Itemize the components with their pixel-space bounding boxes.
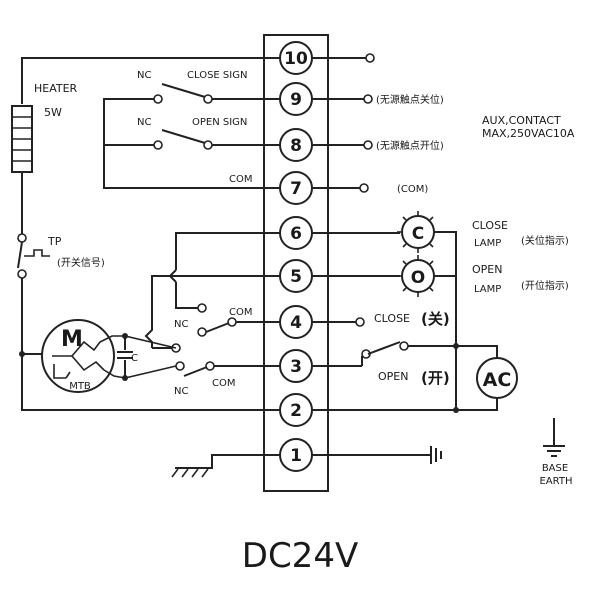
chassis-ground-icon (171, 454, 280, 478)
terminal-number: 1 (290, 446, 302, 466)
upper-limit-switch (197, 317, 280, 337)
voltage-label: DC24V (242, 536, 358, 576)
terminal-5-wire (144, 275, 280, 348)
terminal-number: 6 (290, 224, 302, 244)
heater-icon (11, 105, 33, 173)
terminal-3: 3 (279, 349, 313, 383)
terminal-number: 9 (290, 90, 302, 110)
terminal-9: 9 (279, 82, 313, 116)
close-lamp-symbol: C (412, 224, 424, 244)
close-cn-label: (关) (421, 310, 450, 328)
terminal-block (263, 34, 329, 492)
right-outputs (312, 53, 375, 193)
open-lamp-cn: (开位指示) (521, 279, 569, 292)
terminal-6: 6 (279, 216, 313, 250)
base-earth-icon (543, 418, 565, 457)
ac-source: AC (453, 343, 518, 413)
motor-icon (22, 319, 126, 393)
heater-feed-wire (21, 57, 280, 104)
lamp-common-wire (434, 231, 457, 412)
terminal-number: 4 (290, 313, 302, 333)
lower-limit-switch (175, 361, 280, 377)
upper-ls-com: COM (229, 307, 252, 318)
open-lamp: O (312, 255, 439, 297)
upper-ls-nc: NC (174, 319, 188, 330)
ac-symbol: AC (483, 369, 512, 391)
motor-symbol: M (61, 327, 83, 352)
close-lamp-label-1: CLOSE (472, 219, 508, 232)
t8-label: (无源触点开位) (376, 139, 444, 152)
open-lamp-label-1: OPEN (472, 263, 502, 276)
open-sign-nc: NC (137, 117, 151, 128)
tp-label: TP (47, 235, 62, 248)
lower-ls-nc: NC (174, 386, 188, 397)
terminal-number: 10 (284, 49, 308, 69)
t7-label: (COM) (397, 184, 428, 195)
terminal-8: 8 (279, 128, 313, 162)
close-sign-relay (153, 83, 280, 104)
earth-label-2: EARTH (539, 476, 572, 487)
terminal-4: 4 (279, 305, 313, 339)
t9-label: (无源触点关位) (376, 93, 444, 106)
close-lamp-cn: (关位指示) (521, 234, 569, 247)
terminal-1: 1 (279, 438, 313, 472)
close-lamp: C (312, 211, 439, 253)
close-sign-label: CLOSE SIGN (187, 70, 247, 81)
capacitor-label: C (131, 353, 138, 364)
terminal-number: 7 (290, 179, 302, 199)
heater-label: HEATER (34, 82, 78, 95)
terminal-1-ground (312, 446, 442, 464)
open-cn-label: (开) (421, 369, 450, 387)
tp-switch (17, 233, 50, 354)
terminal-7: 7 (279, 171, 313, 205)
terminal-number: 3 (290, 357, 302, 377)
open-sign-label: OPEN SIGN (192, 117, 247, 128)
open-lamp-symbol: O (411, 268, 425, 288)
terminal-number: 5 (290, 267, 302, 287)
earth-label-1: BASE (542, 463, 568, 474)
terminal-2: 2 (279, 393, 313, 427)
capacitor-icon (117, 333, 133, 381)
close-sign-nc: NC (137, 70, 151, 81)
lower-ls-com: COM (212, 378, 235, 389)
control-switch (312, 317, 474, 367)
heater-power: 5W (44, 106, 62, 119)
terminal-5: 5 (279, 259, 313, 293)
terminal-number: 8 (290, 136, 302, 156)
tp-signal-label: (开关信号) (57, 256, 105, 269)
terminal-2-left-wire (21, 354, 280, 411)
open-label: OPEN (378, 370, 408, 383)
relay-com-wire (103, 98, 280, 189)
terminal-10: 10 (279, 41, 313, 75)
motor-mtb-label: MTB (69, 381, 91, 392)
open-sign-relay (153, 129, 280, 150)
open-lamp-label-2: LAMP (474, 284, 501, 295)
close-label: CLOSE (374, 312, 410, 325)
terminal-6-wire (175, 232, 280, 270)
aux-contact-label: AUX,CONTACT (482, 114, 561, 127)
terminal-number: 2 (290, 401, 302, 421)
aux-rating-label: MAX,250VAC10A (482, 127, 575, 140)
relay-com-label: COM (229, 174, 252, 185)
close-lamp-label-2: LAMP (474, 238, 501, 249)
